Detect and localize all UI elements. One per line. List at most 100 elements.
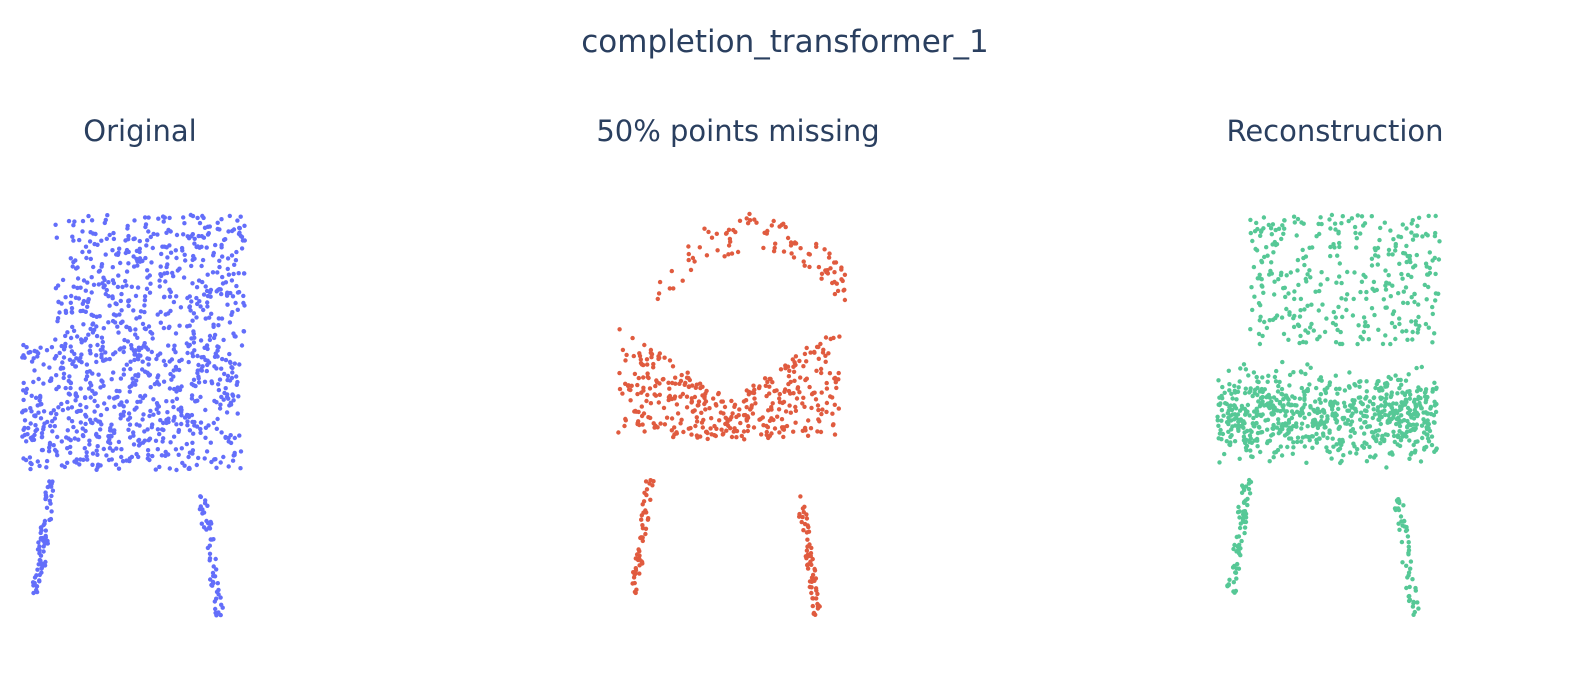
point-marker	[230, 310, 235, 315]
point-marker	[1360, 337, 1365, 342]
point-marker	[1275, 389, 1281, 394]
point-marker	[1232, 439, 1238, 444]
point-marker	[1215, 414, 1220, 419]
point-marker	[1379, 403, 1384, 408]
point-marker	[140, 395, 146, 401]
point-marker	[148, 329, 153, 335]
point-marker	[191, 383, 196, 388]
point-marker	[53, 286, 59, 291]
point-marker	[1413, 588, 1419, 593]
point-marker	[231, 227, 237, 232]
point-marker	[678, 421, 683, 426]
point-marker	[160, 439, 165, 444]
point-marker	[121, 349, 126, 355]
point-marker	[1307, 411, 1312, 417]
point-marker	[96, 462, 101, 467]
point-marker	[1352, 224, 1358, 230]
point-marker	[118, 376, 124, 381]
point-marker	[679, 372, 684, 378]
point-marker	[709, 416, 714, 421]
point-marker	[1386, 252, 1391, 257]
point-marker	[1416, 606, 1421, 611]
point-marker	[1423, 321, 1429, 327]
point-marker	[792, 378, 797, 383]
point-marker	[732, 402, 738, 407]
point-marker	[167, 359, 172, 364]
point-marker	[220, 254, 225, 259]
point-marker	[1430, 387, 1436, 392]
point-marker	[161, 379, 167, 384]
point-marker	[1249, 440, 1255, 445]
point-marker	[783, 409, 789, 414]
point-marker	[131, 308, 136, 313]
point-marker	[1278, 444, 1284, 449]
point-marker	[824, 380, 829, 386]
point-marker	[642, 342, 647, 348]
point-marker	[1378, 395, 1383, 400]
point-marker	[1291, 370, 1296, 375]
point-marker	[41, 522, 46, 528]
point-marker	[21, 388, 26, 393]
point-marker	[1287, 312, 1292, 317]
point-marker	[1349, 216, 1355, 221]
point-marker	[637, 557, 642, 562]
point-marker	[1237, 515, 1242, 520]
point-marker	[1339, 458, 1344, 464]
point-marker	[1279, 453, 1285, 458]
point-marker	[780, 400, 785, 406]
point-marker	[151, 412, 156, 417]
point-marker	[218, 612, 223, 618]
point-marker	[832, 402, 837, 407]
point-marker	[1271, 250, 1276, 255]
point-marker	[705, 436, 710, 442]
point-marker	[61, 371, 67, 376]
point-marker	[1433, 271, 1438, 277]
point-marker	[1365, 424, 1371, 429]
point-marker	[235, 411, 240, 416]
point-marker	[1395, 377, 1401, 383]
point-marker	[651, 365, 656, 370]
point-marker	[105, 213, 110, 218]
point-marker	[719, 399, 724, 404]
point-marker	[1408, 392, 1413, 397]
figure-title: completion_transformer_1	[581, 24, 989, 60]
point-marker	[1355, 213, 1361, 218]
point-marker	[146, 215, 151, 220]
point-marker	[1286, 401, 1291, 406]
point-marker	[765, 379, 770, 385]
point-marker	[87, 239, 93, 244]
point-marker	[1364, 289, 1369, 295]
point-marker	[189, 412, 195, 418]
point-marker	[185, 295, 190, 301]
point-marker	[795, 386, 800, 391]
point-marker	[128, 359, 133, 364]
point-marker	[1394, 401, 1399, 406]
point-marker	[1301, 221, 1306, 226]
point-marker	[752, 387, 757, 392]
point-marker	[1274, 313, 1280, 318]
point-marker	[771, 249, 777, 254]
point-marker	[1413, 322, 1419, 327]
point-marker	[1272, 374, 1278, 380]
point-marker	[767, 384, 772, 389]
point-marker	[636, 375, 641, 381]
point-marker	[101, 275, 106, 280]
point-marker	[1378, 441, 1383, 446]
point-marker	[1337, 274, 1342, 279]
point-marker	[1432, 420, 1437, 425]
point-marker	[764, 231, 769, 236]
point-marker	[83, 288, 89, 293]
point-marker	[1409, 295, 1414, 300]
point-marker	[47, 365, 52, 370]
point-marker	[1342, 388, 1348, 393]
point-marker	[241, 293, 246, 299]
point-marker	[721, 431, 726, 436]
point-marker	[44, 348, 50, 353]
point-marker	[1372, 412, 1378, 417]
point-marker	[645, 371, 650, 376]
point-marker	[1241, 434, 1247, 439]
point-marker	[1254, 409, 1260, 414]
point-marker	[1237, 525, 1243, 531]
point-marker	[42, 421, 47, 426]
point-marker	[79, 352, 84, 357]
